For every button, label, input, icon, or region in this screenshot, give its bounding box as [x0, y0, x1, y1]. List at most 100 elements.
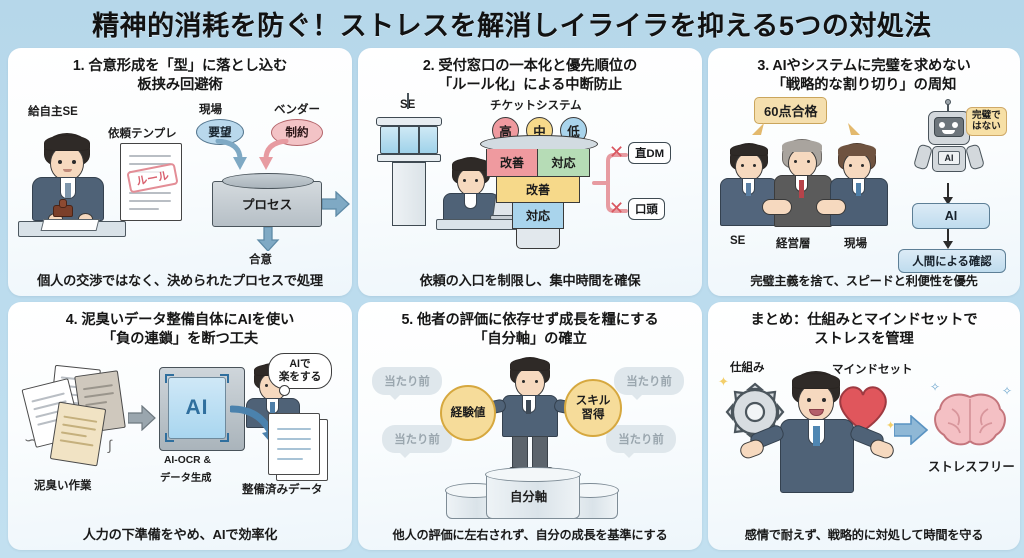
bubble-line2: 楽をする [278, 370, 322, 383]
arrow-banner-right [844, 121, 864, 141]
blocked-direct-dm: 直DM [628, 141, 672, 164]
label-role-field: 現場 [844, 237, 867, 250]
label-self-axis: 自分軸 [510, 489, 548, 504]
panel-strategic-tradeoff: 3. AIやシステムに完璧を求めない 「戦略的な割り切り」の周知 60点合格 [708, 48, 1020, 296]
panel-6-caption: 感情で耐えず、戦略的に対処して時間を守る [744, 528, 984, 542]
blocked-branch-lines [592, 147, 632, 219]
x-icon-verbal: ✕ [609, 197, 625, 218]
clean-data-doc [268, 412, 320, 475]
panel-2-title: 2. 受付窓口の一本化と優先順位の 「ルール化」による中断防止 [366, 55, 694, 95]
arrow-constraint-to-process [248, 138, 296, 173]
panel-3-caption: 完璧主義を捨て、スピードと利便性を優先 [750, 274, 978, 288]
human-check-box: 人間による確認 [898, 248, 1006, 273]
panel-3-title-line2: 「戦略的な割り切り」の周知 [771, 76, 957, 93]
panel-5-title-line1: 5. 他者の評価に依存せず成長を糧にする [401, 312, 659, 328]
robot-figure: AI [912, 98, 986, 183]
ai-screen: AI [168, 376, 226, 439]
arrow-robot-to-ai [940, 182, 956, 205]
panel-4-title: 4. 泥臭いデータ整備自体にAIを使い 「負の連鎖」を断つ工夫 [16, 309, 344, 349]
funnel-seg-2: 対応 [538, 148, 590, 177]
panel-5-title: 5. 他者の評価に依存せず成長を糧にする 「自分軸」の確立 [366, 309, 694, 349]
ai-box: AI [912, 202, 990, 229]
person-summary [737, 370, 897, 517]
panel-5-illustration: 当たり前 当たり前 当たり前 当たり前 [366, 349, 694, 525]
coin-experience: 経験値 [440, 384, 496, 441]
panel-4-illustration: ∽ ∫ 泥臭い作業 AI AI-OCR & データ生成 [16, 349, 344, 524]
blocked-verbal: 口頭 [628, 197, 665, 220]
banner-60-points: 60点合格 [754, 96, 828, 124]
panel-2-illustration: SE チケットシステム [366, 92, 694, 270]
x-icon-dm: ✕ [609, 141, 625, 162]
label-vendor: ベンダー [274, 103, 320, 116]
label-clean-data: 整備済みデータ [242, 483, 323, 496]
label-request-template: 依頼テンプレ [108, 127, 177, 140]
funnel-seg-1: 改善 [486, 148, 538, 177]
panel-agreement-formation: 1. 合意形成を「型」に落とし込む 板挟み回避術 給自主SE 依頼テンプレ 現場… [8, 48, 352, 296]
handshake-group [720, 138, 900, 235]
panel-3-title: 3. AIやシステムに完璧を求めない 「戦略的な割り切り」の周知 [716, 55, 1012, 95]
arrow-request-to-process [212, 138, 260, 173]
panel-1-title-line2: 板挟み回避術 [137, 76, 223, 93]
robot-ai-chip: AI [938, 150, 960, 165]
panel-3-title-line1: 3. AIやシステムに完璧を求めない [757, 58, 971, 74]
person-on-pedestal [476, 356, 584, 477]
arrow-banner-left [748, 121, 768, 141]
funnel-seg-4: 対応 [512, 202, 564, 229]
panel-1-caption: 個人の交渉ではなく、決められたプロセスで処理 [37, 273, 323, 288]
label-messy-work: 泥臭い作業 [34, 479, 92, 492]
speech-bubble-ai-easy: AIで 楽をする [268, 352, 332, 397]
panel-4-title-line1: 4. 泥臭いデータ整備自体にAIを使い [65, 312, 295, 328]
arrow-papers-to-ai [128, 404, 156, 431]
panel-1-illustration: 給自主SE 依頼テンプレ 現場 ベンダー [16, 95, 350, 270]
bubble-line1: AIで [289, 357, 311, 370]
label-agreement: 合意 [249, 253, 272, 266]
panel-grid: 1. 合意形成を「型」に落とし込む 板挟み回避術 給自主SE 依頼テンプレ 現場… [8, 48, 1020, 550]
panel-single-intake: 2. 受付窓口の一本化と優先順位の 「ルール化」による中断防止 SE チケットシ… [358, 48, 702, 296]
page-title: 精神的消耗を防ぐ！ストレスを解消しイライラを抑える5つの対処法 [92, 10, 932, 41]
label-ai-ocr-line2: データ生成 [160, 472, 212, 484]
person-at-desk [436, 156, 536, 231]
label-stress-free: ストレスフリー [928, 459, 1015, 474]
arrow-process-down [256, 226, 280, 251]
panel-3-illustration: 60点合格 [716, 95, 1012, 273]
panel-5-caption: 他人の評価に左右されず、自分の成長を基準にする [392, 528, 668, 542]
label-role-exec: 経営層 [776, 237, 811, 250]
sparkle-icon-1: ✦ [718, 373, 729, 389]
funnel-seg-3: 改善 [496, 176, 580, 203]
coin-skill: スキル 習得 [564, 378, 622, 437]
panel-self-axis: 5. 他者の評価に依存せず成長を糧にする 「自分軸」の確立 当たり前 当たり前 … [358, 302, 702, 550]
panel-ai-data-prep: 4. 泥臭いデータ整備自体にAIを使い 「負の連鎖」を断つ工夫 [8, 302, 352, 550]
coin-skill-line1: スキル [575, 394, 611, 408]
panel-1-title-line1: 1. 合意形成を「型」に落とし込む [72, 58, 288, 74]
panel-4-caption: 人力の下準備をやめ、AIで効率化 [82, 527, 278, 542]
arrow-process-right [322, 190, 350, 217]
noise-bubble-3: 当たり前 [382, 424, 452, 458]
noise-bubble-4: 当たり前 [606, 424, 676, 458]
callout-line1: 完璧で [972, 109, 1001, 121]
messy-papers-stack: ∽ ∫ [21, 364, 142, 471]
brain-icon [932, 391, 1008, 456]
panel-6-title: まとめ：仕組みとマインドセットで ストレスを管理 [716, 309, 1012, 349]
coin-skill-line2: 習得 [581, 407, 605, 421]
noise-bubble-2: 当たり前 [614, 366, 684, 400]
person-stamping [18, 132, 126, 238]
label-person-role: 給自主SE [28, 105, 78, 118]
panel-6-title-line2: ストレスを管理 [814, 330, 914, 347]
sparkle-icon-6: ✧ [1002, 383, 1013, 398]
heart-icon [834, 381, 892, 440]
header: 精神的消耗を防ぐ！ストレスを解消しイライラを抑える5つの対処法 [0, 0, 1024, 46]
arrow-ai-to-human [940, 228, 956, 249]
panel-2-caption: 依頼の入口を制限し、集中時間を確保 [419, 273, 641, 288]
arrow-to-brain [894, 414, 928, 445]
label-ai-ocr-line1: AI-OCR & [164, 454, 211, 466]
sparkle-icon-4: ✦ [886, 419, 896, 432]
label-genba: 現場 [199, 103, 222, 116]
panel-2-title-line2: 「ルール化」による中断防止 [437, 76, 623, 93]
noise-bubble-1: 当たり前 [372, 366, 442, 400]
label-ticket-system: チケットシステム [490, 99, 582, 112]
label-role-se: SE [730, 234, 746, 247]
panel-6-title-line1: まとめ：仕組みとマインドセットで [750, 312, 978, 328]
panel-1-title: 1. 合意形成を「型」に落とし込む 板挟み回避術 [16, 55, 344, 95]
label-mechanism: 仕組み [730, 361, 765, 374]
panel-6-illustration: 仕組み マインドセット ✦ ✦ ✦ [716, 349, 1015, 525]
